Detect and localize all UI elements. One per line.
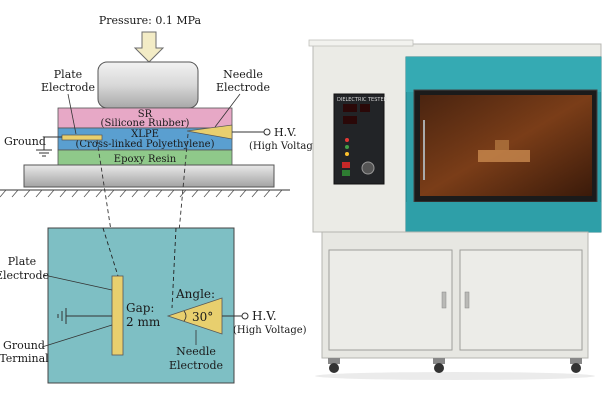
led-display-3 xyxy=(360,104,370,112)
emergency-button[interactable] xyxy=(342,162,350,168)
indicator-light-2 xyxy=(345,145,349,149)
angle-label: Angle: xyxy=(175,287,215,301)
led-display-2 xyxy=(343,116,357,124)
ground-label: Ground xyxy=(4,135,46,148)
voltage-knob[interactable] xyxy=(361,161,375,175)
hv-sublabel-detail: (High Voltage) xyxy=(233,325,307,336)
hv-terminal-top-icon xyxy=(263,128,271,136)
plate-electrode-detail-leader xyxy=(43,274,113,291)
machine-shadow xyxy=(315,372,595,380)
pressing-block xyxy=(97,61,199,109)
xlpe-layer-sublabel: (Cross-linked Polyethylene) xyxy=(76,139,215,150)
plate-electrode-detail xyxy=(111,275,124,356)
projection-line-plate-inner xyxy=(102,227,119,277)
plate-electrode-top xyxy=(61,134,103,141)
caster-wheels xyxy=(328,358,582,373)
control-panel xyxy=(333,93,385,185)
door-handle-right[interactable] xyxy=(464,291,470,309)
hv-sublabel-top: (High Voltage) xyxy=(249,141,323,152)
interior-fixture xyxy=(478,150,530,162)
start-button[interactable] xyxy=(342,170,350,176)
layer-diagram: Pressure: 0.1 MPa SR (Silicone Rubber) X… xyxy=(0,14,323,309)
needle-electrode-label-line1: Needle xyxy=(223,68,263,81)
hv-label-top: H.V. xyxy=(274,126,297,139)
ground-symbol-icon xyxy=(36,149,52,157)
plate-electrode-label-line1: Plate xyxy=(54,68,82,81)
machine-teal-base xyxy=(406,202,601,232)
ground-symbol-detail-icon xyxy=(57,308,67,324)
needle-electrode-detail-label-line2: Electrode xyxy=(169,359,223,372)
needle-electrode-detail-label-line1: Needle xyxy=(176,345,216,358)
indicator-light-3 xyxy=(345,152,349,156)
ground-terminal-leader xyxy=(41,324,113,348)
hv-label-detail: H.V. xyxy=(252,309,277,323)
machine-teal-top xyxy=(406,57,601,92)
needle-electrode-label-line2: Electrode xyxy=(216,81,270,94)
pressure-label: Pressure: 0.1 MPa xyxy=(99,14,202,27)
ground-wire xyxy=(43,136,62,150)
projection-line-needle-inner xyxy=(171,227,177,309)
xlpe-layer-label: XLPE xyxy=(131,129,159,140)
ground-terminal-label-line1: Ground xyxy=(3,339,45,352)
epoxy-layer-label: Epoxy Resin xyxy=(114,154,177,165)
gap-label: Gap: xyxy=(126,301,154,315)
control-panel-title: DIELECTRIC TESTER xyxy=(337,97,388,103)
plate-electrode-leader xyxy=(67,93,77,135)
sr-layer-sublabel: (Silicone Rubber) xyxy=(101,118,190,129)
cabinet-door-left[interactable] xyxy=(328,249,453,351)
test-machine: DIELECTRIC TESTER xyxy=(308,39,602,380)
plate-electrode-detail-label-line1: Plate xyxy=(8,255,36,268)
base-plate xyxy=(23,164,275,188)
angle-value: 30° xyxy=(192,310,213,324)
needle-electrode-leader xyxy=(214,93,241,128)
indicator-light-1 xyxy=(345,138,349,142)
pressure-arrow xyxy=(133,31,165,63)
ground-hatching xyxy=(0,189,283,198)
angle-arc xyxy=(183,310,187,322)
gap-value: 2 mm xyxy=(126,315,161,329)
door-handle-left[interactable] xyxy=(441,291,447,309)
plate-electrode-label-line2: Electrode xyxy=(41,81,95,94)
machine-top-ledge xyxy=(308,39,414,47)
led-display-1 xyxy=(343,104,357,112)
detail-view: H.V. (High Voltage) Gap: 2 mm Angle: 30°… xyxy=(0,227,307,384)
sr-layer-label: SR xyxy=(138,109,153,120)
cabinet-door-right[interactable] xyxy=(459,249,583,351)
hv-terminal-detail-icon xyxy=(241,312,249,320)
plate-electrode-detail-label-line2: Electrode xyxy=(0,269,49,282)
interior-stand xyxy=(495,140,509,150)
projection-line-needle xyxy=(171,133,189,309)
ground-terminal-label-line2: Terminal xyxy=(0,352,49,365)
